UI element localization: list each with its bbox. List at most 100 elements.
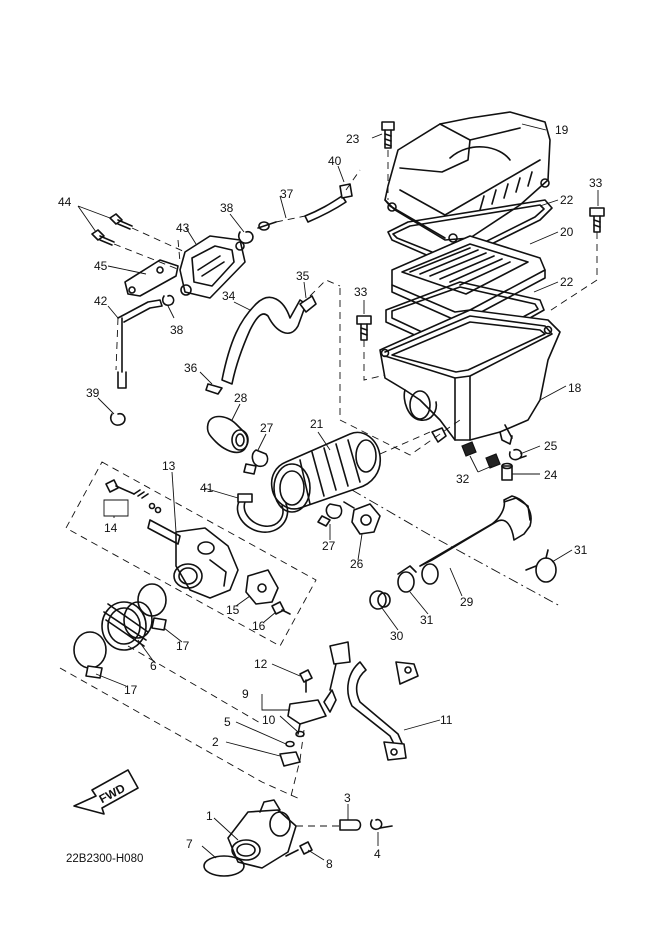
clamp-27-lower (317, 503, 343, 527)
callout-32: 32 (456, 472, 470, 486)
callout-16: 16 (252, 619, 266, 633)
injector-dash (289, 729, 305, 801)
callout-38b: 38 (170, 323, 184, 337)
o-ring-5 (285, 740, 295, 748)
clamp-41 (236, 493, 289, 533)
clip-38-upper (237, 230, 254, 244)
o-ring-10 (295, 730, 305, 738)
gasket-upper (387, 199, 553, 264)
clip-39 (109, 412, 126, 426)
callout-12: 12 (254, 657, 268, 671)
callout-25: 25 (544, 439, 558, 453)
callout-3: 3 (344, 791, 351, 805)
air-cleaner-case-cap (384, 111, 551, 243)
callout-40: 40 (328, 154, 342, 168)
callout-28: 28 (234, 391, 248, 405)
callout-8: 8 (326, 857, 333, 871)
hose-29-dashdot (351, 489, 561, 607)
clamp-17-lower (73, 631, 107, 679)
callout-5: 5 (224, 715, 231, 729)
air-cleaner-element (391, 235, 546, 321)
callout-10: 10 (262, 713, 276, 727)
callout-17a: 17 (176, 639, 190, 653)
callout-42: 42 (94, 294, 108, 308)
cap-30 (369, 590, 391, 610)
joint-28 (206, 415, 249, 454)
bolt-44-dash (113, 227, 186, 271)
callout-11: 11 (440, 713, 453, 727)
hose-29 (419, 495, 532, 585)
callout-41: 41 (200, 481, 214, 495)
clip-4 (369, 818, 393, 831)
callout-21: 21 (310, 417, 324, 431)
hose-42 (115, 299, 163, 389)
callout-44: 44 (58, 195, 72, 209)
cap-3 (339, 819, 362, 831)
fwd-arrow-icon: FWD (73, 769, 139, 815)
callout-19: 19 (555, 123, 569, 137)
throttle-body (147, 519, 239, 599)
callout-14: 14 (104, 521, 118, 535)
callout-39: 39 (86, 386, 100, 400)
clip-25 (508, 448, 527, 461)
clip-31-right (525, 549, 557, 583)
callout-30: 30 (390, 629, 404, 643)
callout-35: 35 (296, 269, 310, 283)
injector-9 (261, 689, 337, 735)
bolt-33-left-dash (363, 340, 386, 381)
connector-upper (329, 641, 351, 691)
drawing-code: 22B2300-H080 (66, 853, 143, 865)
bolt-33-right (589, 207, 605, 233)
callout-2: 2 (212, 735, 219, 749)
leader-lines (77, 123, 599, 861)
callout-24: 24 (544, 468, 558, 482)
callout-6: 6 (150, 659, 157, 673)
cap-24 (501, 462, 513, 481)
case-outline-dash (339, 288, 461, 456)
breather-hose (257, 169, 361, 231)
callout-27b: 27 (322, 539, 336, 553)
callout-20: 20 (560, 225, 574, 239)
callout-26: 26 (350, 557, 364, 571)
screw-14-set (103, 479, 162, 517)
throttle-body-box (65, 461, 317, 647)
pair-valve-bracket (124, 235, 246, 299)
callout-22: 22 (560, 193, 574, 207)
callout-22b: 22 (560, 275, 574, 289)
callout-7: 7 (186, 837, 193, 851)
callout-33: 33 (589, 176, 603, 190)
air-cleaner-case (379, 309, 561, 445)
callout-18: 18 (568, 381, 582, 395)
bolt-23 (381, 121, 395, 149)
screw-12 (299, 669, 313, 693)
screw-16 (271, 601, 291, 615)
bolt-33-left (356, 315, 372, 341)
callout-31a: 31 (574, 543, 588, 557)
callout-31b: 31 (420, 613, 434, 627)
callout-34: 34 (222, 289, 236, 303)
callout-4: 4 (374, 847, 381, 861)
callout-1: 1 (206, 809, 213, 823)
collar-2 (279, 751, 301, 767)
joint-dash (59, 667, 303, 801)
air-duct-21 (270, 431, 382, 513)
callout-15: 15 (226, 603, 240, 617)
callout-9: 9 (242, 687, 249, 701)
callout-38a: 38 (220, 201, 234, 215)
callout-27a: 27 (260, 421, 274, 435)
callout-23: 23 (346, 132, 360, 146)
clip-31-left (397, 565, 417, 593)
joint-dash-2 (127, 645, 263, 725)
intake-joint-6 (101, 601, 153, 651)
callout-36: 36 (184, 361, 198, 375)
clamp-27-upper (243, 449, 269, 475)
callout-29: 29 (460, 595, 474, 609)
fuel-hose-11 (347, 661, 419, 761)
clamp-17-upper (137, 583, 167, 631)
callout-numbers: 19 23 40 33 22 20 44 43 37 38 45 35 22 4… (58, 123, 603, 871)
bolt-33-dash (547, 232, 598, 313)
bracket-dash (177, 239, 181, 263)
duct-dash (379, 431, 431, 455)
clamp-36 (205, 383, 223, 395)
